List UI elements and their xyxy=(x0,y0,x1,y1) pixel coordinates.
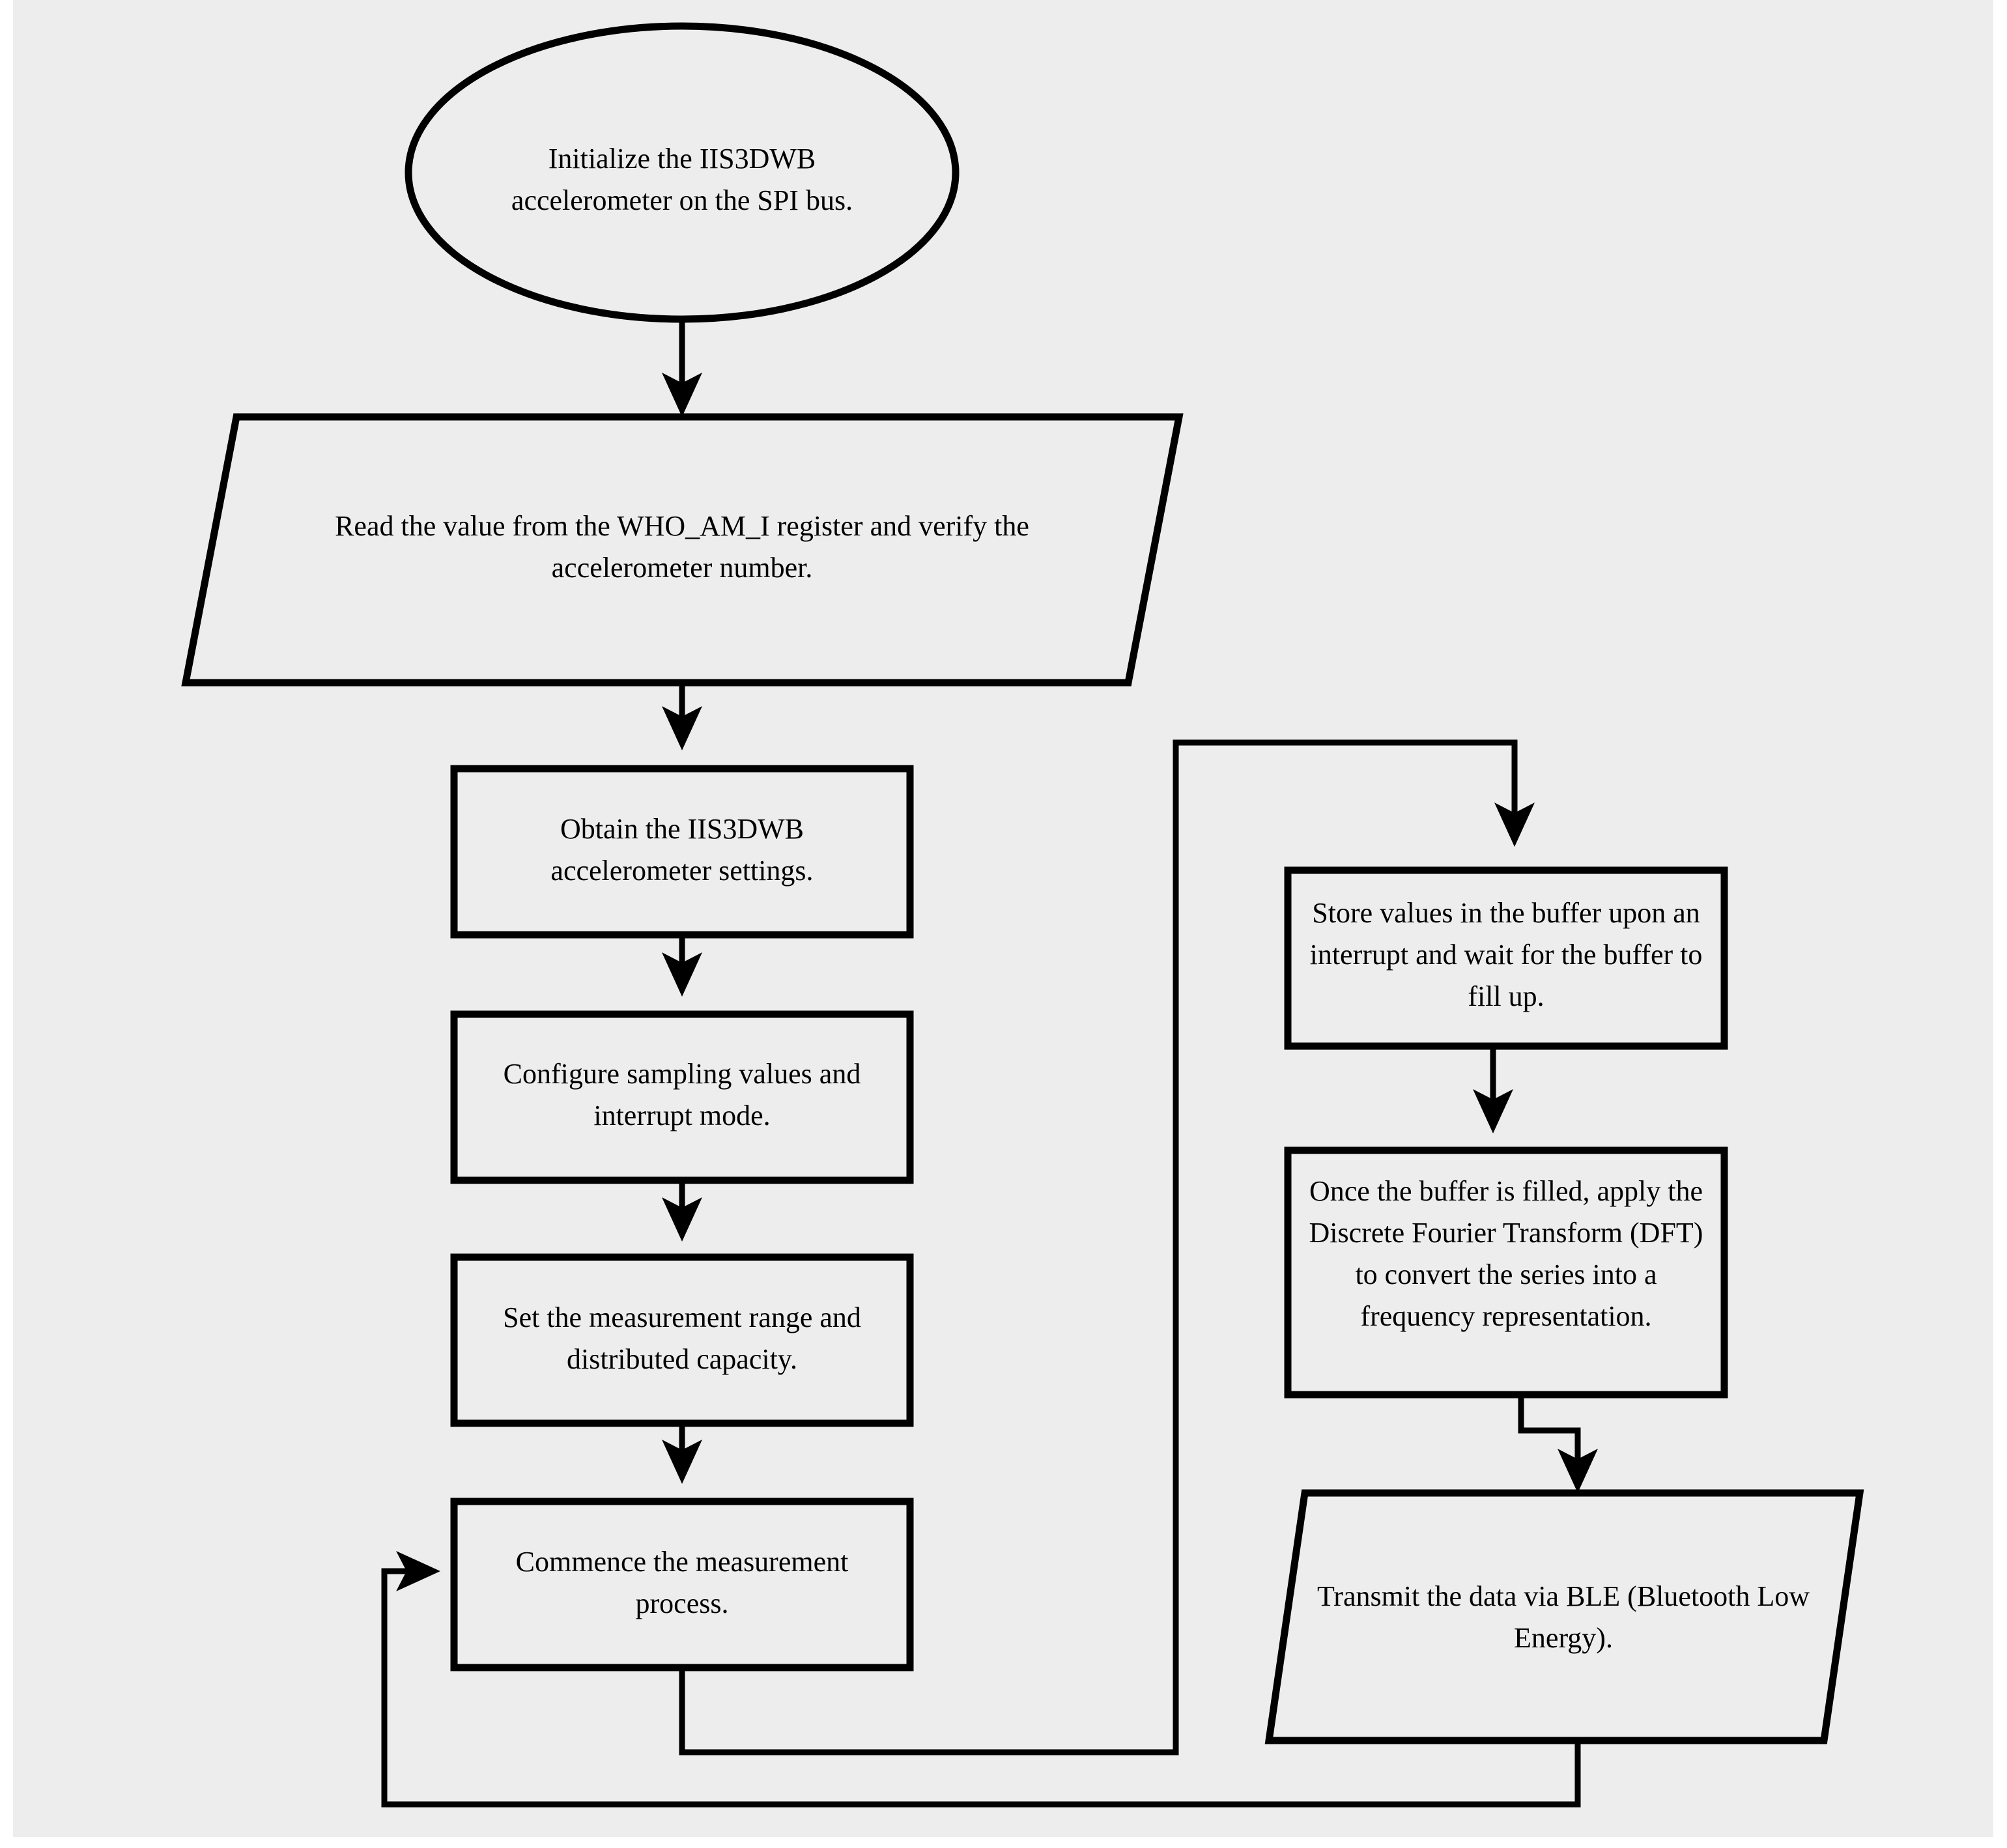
edge-dft-to-transmit xyxy=(1518,1394,1598,1493)
node-dft-line-1: Discrete Fourier Transform (DFT) xyxy=(1309,1217,1703,1249)
node-store-values[interactable]: Store values in the buffer upon an inter… xyxy=(1284,866,1728,1050)
node-apply-dft[interactable]: Once the buffer is filled, apply the Dis… xyxy=(1284,1146,1728,1399)
edge-set-range-to-commence xyxy=(662,1421,702,1484)
node-commence-line-1: process. xyxy=(636,1587,729,1619)
node-read-who-am-i[interactable]: Read the value from the WHO_AM_I registe… xyxy=(181,413,1184,687)
node-transmit-line-0: Transmit the data via BLE (Bluetooth Low xyxy=(1317,1580,1810,1612)
node-commence-measurement[interactable]: Commence the measurement process. xyxy=(450,1498,914,1671)
edge-obtain-to-configure xyxy=(662,935,702,997)
node-start[interactable]: Initialize the IIS3DWB accelerometer on … xyxy=(405,22,960,323)
edge-start-to-read xyxy=(662,319,702,417)
node-store-line-0: Store values in the buffer upon an xyxy=(1312,897,1700,929)
node-set-range-line-1: distributed capacity. xyxy=(567,1343,797,1375)
node-obtain-settings[interactable]: Obtain the IIS3DWB accelerometer setting… xyxy=(450,765,914,939)
node-store-line-1: interrupt and wait for the buffer to xyxy=(1310,939,1703,971)
node-configure-line-1: interrupt mode. xyxy=(593,1100,770,1131)
node-transmit-line-1: Energy). xyxy=(1514,1622,1613,1654)
edge-read-to-obtain xyxy=(662,681,702,750)
node-commence-line-0: Commence the measurement xyxy=(516,1546,849,1578)
node-dft-line-0: Once the buffer is filled, apply the xyxy=(1309,1175,1703,1207)
node-store-line-2: fill up. xyxy=(1468,980,1544,1012)
node-dft-line-2: to convert the series into a xyxy=(1355,1258,1657,1290)
node-read-line-1: accelerometer number. xyxy=(552,552,813,584)
node-obtain-line-1: accelerometer settings. xyxy=(550,855,813,887)
node-read-line-0: Read the value from the WHO_AM_I registe… xyxy=(335,510,1029,542)
node-set-range-line-0: Set the measurement range and xyxy=(503,1301,861,1333)
node-configure-line-0: Configure sampling values and xyxy=(504,1058,861,1090)
node-dft-line-3: frequency representation. xyxy=(1360,1300,1651,1332)
edge-configure-to-set-range xyxy=(662,1180,702,1242)
node-obtain-line-0: Obtain the IIS3DWB xyxy=(560,813,804,845)
edge-transmit-to-commence xyxy=(381,1551,1581,1808)
edge-store-to-dft xyxy=(1473,1047,1513,1133)
node-start-line-0: Initialize the IIS3DWB xyxy=(548,143,816,175)
node-set-range[interactable]: Set the measurement range and distribute… xyxy=(450,1253,914,1427)
node-configure-sampling[interactable]: Configure sampling values and interrupt … xyxy=(450,1010,914,1184)
edge-commence-to-store xyxy=(679,739,1535,1756)
node-start-line-1: accelerometer on the SPI bus. xyxy=(511,184,853,216)
node-transmit-ble[interactable]: Transmit the data via BLE (Bluetooth Low… xyxy=(1264,1489,1864,1744)
